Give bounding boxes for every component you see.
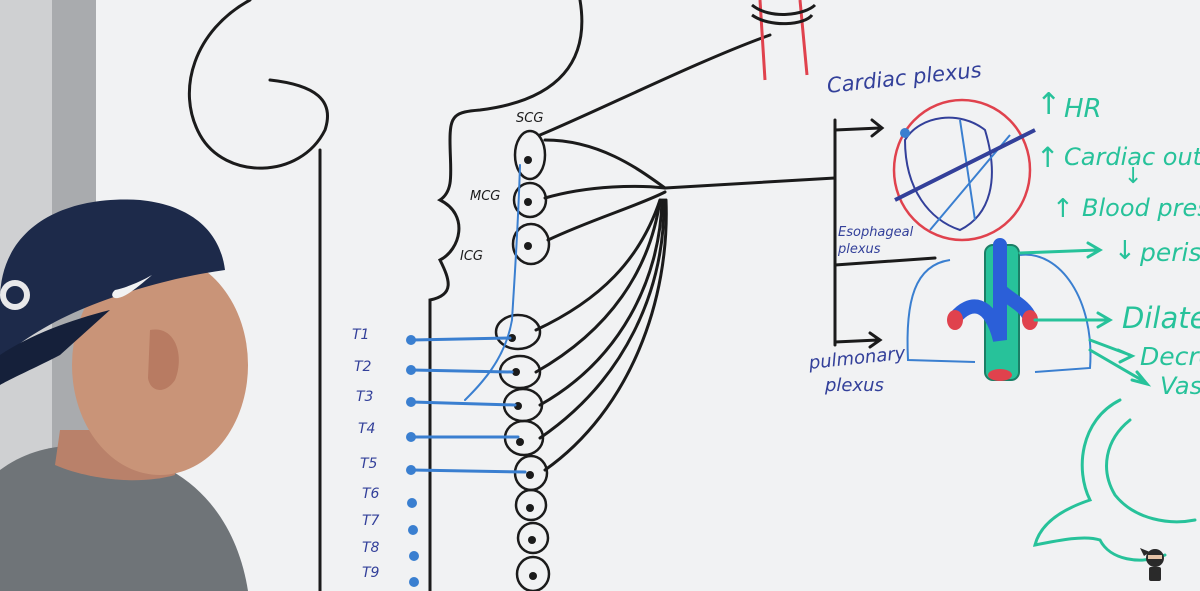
- label-t7: T7: [362, 513, 380, 529]
- arrow-up-cardiac-output: ↑: [1036, 141, 1060, 174]
- label-peristalsis: peris: [1140, 238, 1200, 267]
- esophagus-top: [751, 0, 817, 81]
- label-scg: SCG: [516, 111, 544, 126]
- label-mcg: MCG: [470, 189, 501, 204]
- label-esophageal-plexus: plexus: [838, 242, 881, 257]
- shirt: [0, 445, 248, 591]
- preganglionic-fibres: [410, 164, 527, 474]
- label-t8: T8: [362, 540, 380, 556]
- ganglion-nuclei: [508, 156, 537, 580]
- label-t1: T1: [352, 327, 370, 343]
- arrow-up-hr: ↑: [1036, 87, 1062, 122]
- label-t9: T9: [362, 565, 380, 581]
- stomach-drawing: [1032, 398, 1197, 562]
- heart-drawing: [892, 98, 1036, 242]
- arrow-down-peristalsis: ↓: [1114, 236, 1136, 266]
- label-cardiac-output: Cardiac outp: [1064, 143, 1200, 171]
- ninja-mascot-icon: [1140, 548, 1164, 581]
- label-t2: T2: [354, 359, 372, 375]
- label-icg: ICG: [460, 249, 483, 264]
- cardiac-nerves: [534, 33, 937, 472]
- label-vaso: Vas: [1160, 372, 1200, 400]
- arrow-up-blood-pressure: ↑: [1052, 194, 1074, 224]
- label-dilate: Dilate: [1122, 301, 1200, 335]
- arrow-down-cardiac: ↓: [1124, 164, 1143, 189]
- label-pulmonary-plexus: plexus: [825, 375, 884, 396]
- lungs-drawing: [906, 238, 1092, 381]
- brain-drawing: [187, 0, 584, 591]
- label-t6: T6: [362, 486, 380, 502]
- ear: [148, 329, 179, 390]
- cap-brim: [0, 310, 110, 385]
- effect-arrows: [1018, 241, 1152, 387]
- label-hr: HR: [1064, 94, 1102, 124]
- cap: [0, 199, 225, 360]
- spinal-level-dots: [406, 335, 419, 587]
- label-t3: T3: [356, 389, 374, 405]
- label-blood-pressure: Blood pres: [1082, 194, 1200, 222]
- nike-swoosh-icon: [112, 275, 152, 299]
- label-decrease: Decre: [1140, 342, 1200, 371]
- label-t5: T5: [360, 456, 378, 472]
- label-esophageal: Esophageal: [838, 225, 914, 240]
- label-t4: T4: [358, 421, 376, 437]
- presenter: [0, 199, 248, 591]
